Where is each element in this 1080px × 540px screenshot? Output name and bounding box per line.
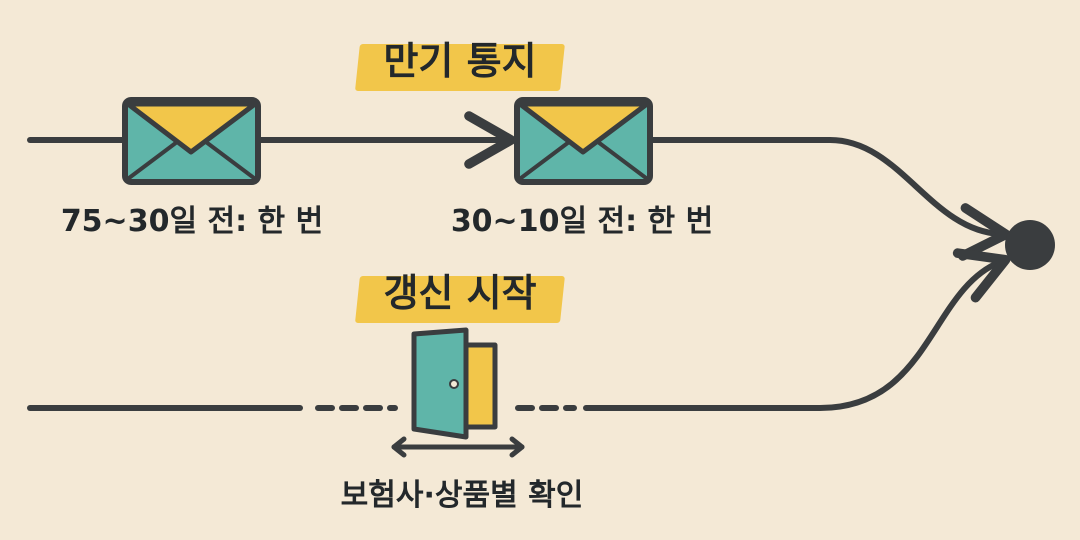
renewal-title: 갱신 시작 xyxy=(357,260,562,319)
end-node xyxy=(1005,220,1055,270)
second-notice-label: 30~10일 전: 한 번 xyxy=(450,204,714,239)
double-arrow-icon xyxy=(391,436,525,458)
notice-title: 만기 통지 xyxy=(357,28,562,87)
renewal-title-text: 갱신 시작 xyxy=(383,271,537,315)
notice-timeline xyxy=(27,111,1011,261)
renewal-timeline xyxy=(27,248,1011,411)
renewal-note-label: 보험사·상품별 확인 xyxy=(340,478,584,513)
first-notice-label: 75~30일 전: 한 번 xyxy=(60,204,324,239)
open-door-icon xyxy=(411,327,498,440)
envelope-icon xyxy=(514,97,653,185)
notice-title-text: 만기 통지 xyxy=(383,39,537,83)
envelope-icon xyxy=(122,97,261,185)
